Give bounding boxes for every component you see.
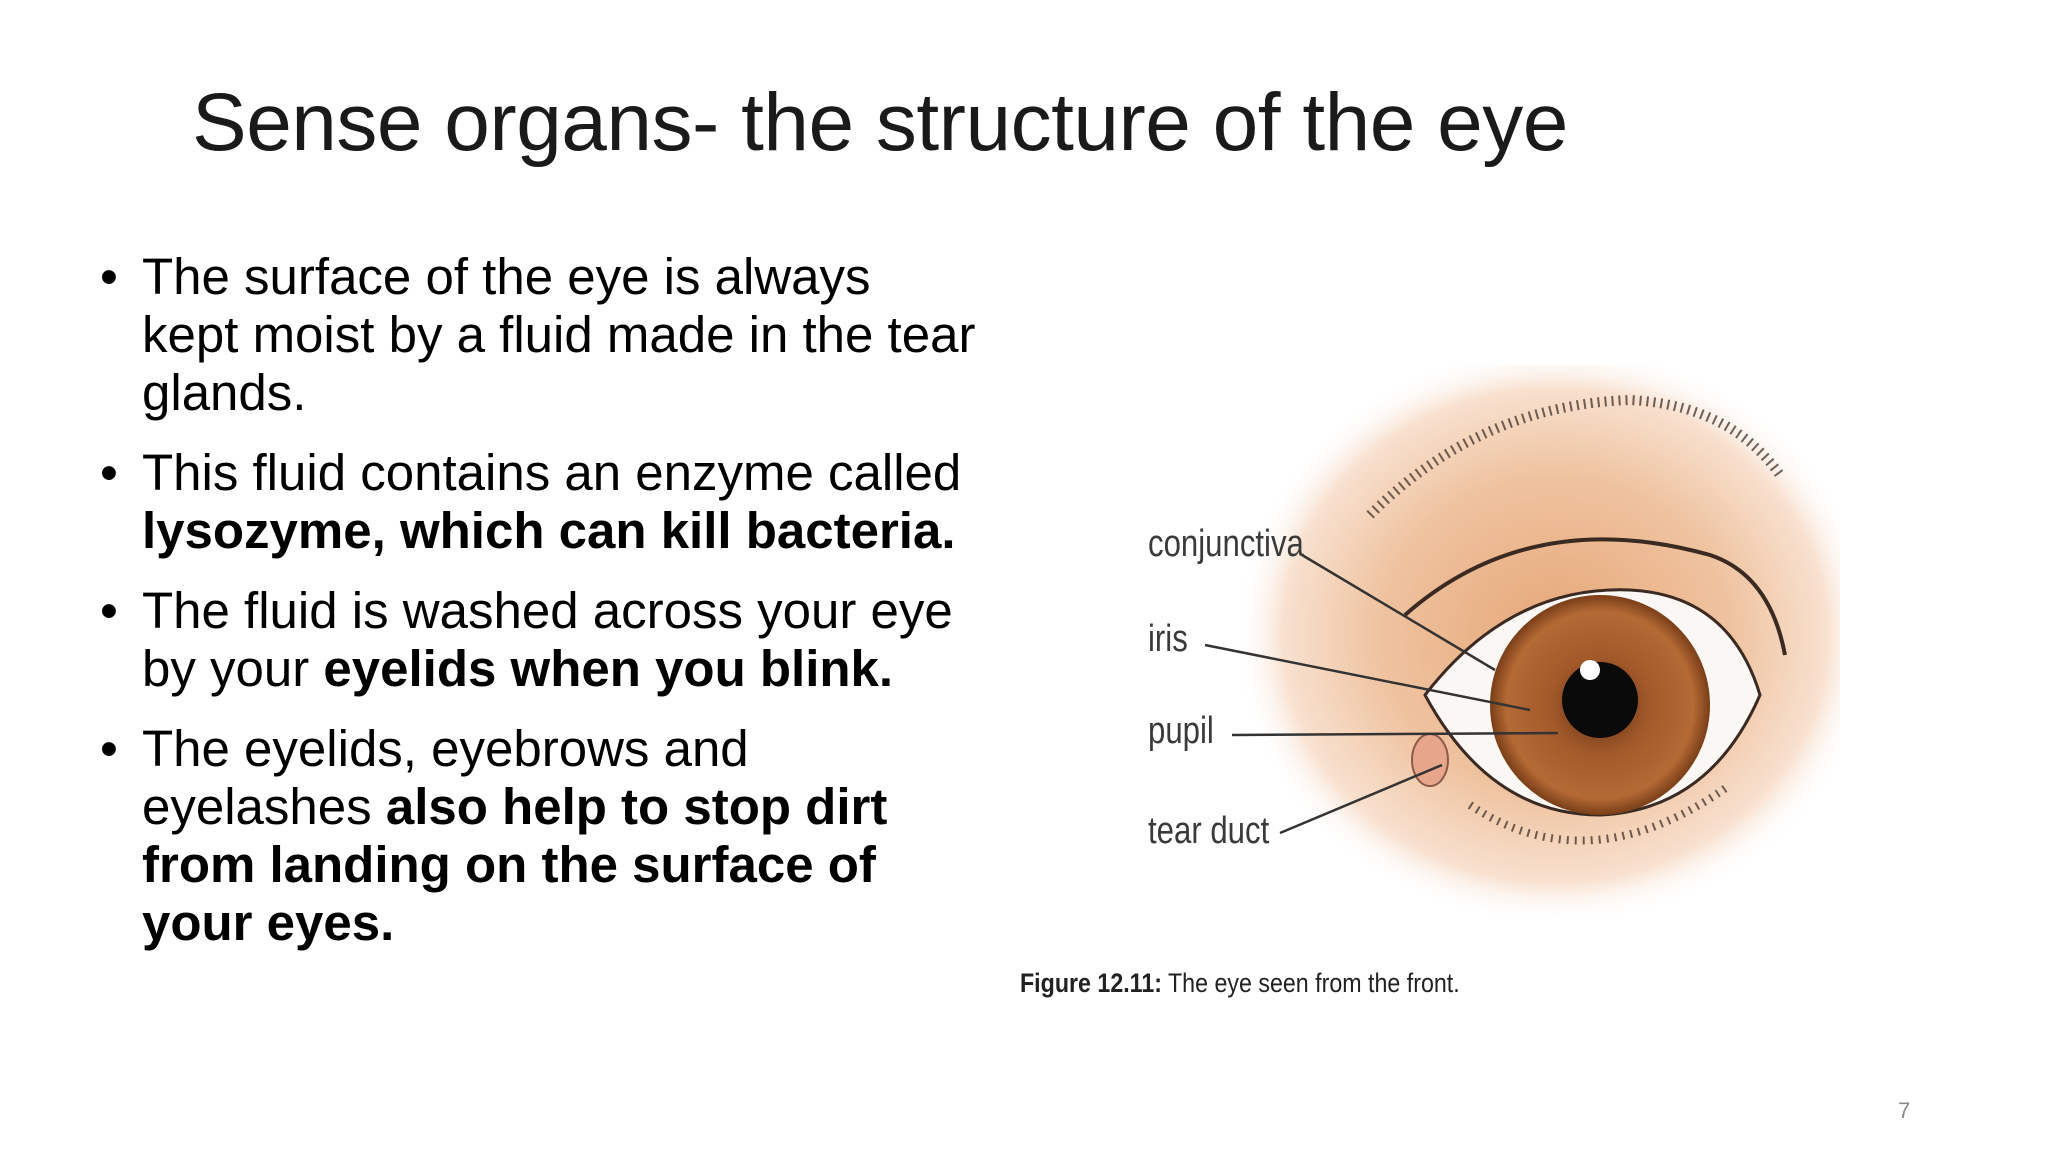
bullet-dot: •	[100, 248, 118, 305]
bullet-text: The surface of the eye is always kept mo…	[142, 248, 976, 421]
bullet-item: • The eyelids, eyebrows and eyelashes al…	[100, 720, 980, 952]
figure-caption-text: The eye seen from the front.	[1161, 968, 1460, 998]
bullet-text-bold: eyelids when you blink.	[323, 640, 894, 697]
eyebrow-lashes	[1366, 394, 1785, 519]
bullet-text: The fluid is washed across your eye by y…	[142, 582, 953, 697]
pointer-line	[1204, 643, 1531, 712]
eye-figure: conjunctiva iris pupil tear duct	[1010, 365, 1840, 1025]
bullet-dot: •	[100, 720, 118, 777]
label-conjunctiva: conjunctiva	[1148, 523, 1304, 565]
pointer-line	[1279, 763, 1443, 835]
label-tear-duct: tear duct	[1148, 810, 1270, 852]
bullet-text-bold: also help to stop dirt from landing on t…	[142, 778, 888, 951]
bullet-item: • The fluid is washed across your eye by …	[100, 582, 980, 698]
figure-caption: Figure 12.11: The eye seen from the fron…	[1020, 968, 1460, 999]
bullet-list: • The surface of the eye is always kept m…	[100, 248, 980, 974]
label-pupil: pupil	[1148, 710, 1214, 752]
page-number: 7	[1898, 1098, 1911, 1123]
bullet-dot: •	[100, 582, 118, 639]
eye-highlight	[1580, 660, 1600, 680]
pupil-shape	[1562, 662, 1638, 738]
slide-title: Sense organs- the structure of the eye	[192, 77, 1568, 168]
upper-eyelid-crease	[1403, 537, 1787, 656]
bullet-item: • The surface of the eye is always kept m…	[100, 248, 980, 422]
label-iris: iris	[1148, 618, 1188, 660]
bullet-text-bold: lysozyme, which can kill bacteria.	[142, 502, 956, 559]
bullet-dot: •	[100, 444, 118, 501]
bullet-text: This fluid contains an enzyme called	[142, 444, 962, 501]
pointer-line	[1301, 553, 1496, 672]
bullet-text: The eyelids, eyebrows and eyelashes	[142, 720, 749, 835]
tear-duct-shape	[1411, 733, 1449, 787]
pointer-line	[1231, 731, 1559, 737]
bullet-item: • This fluid contains an enzyme called ly…	[100, 444, 980, 560]
figure-caption-number: Figure 12.11:	[1020, 968, 1162, 998]
eye-illustration	[1204, 365, 1840, 925]
